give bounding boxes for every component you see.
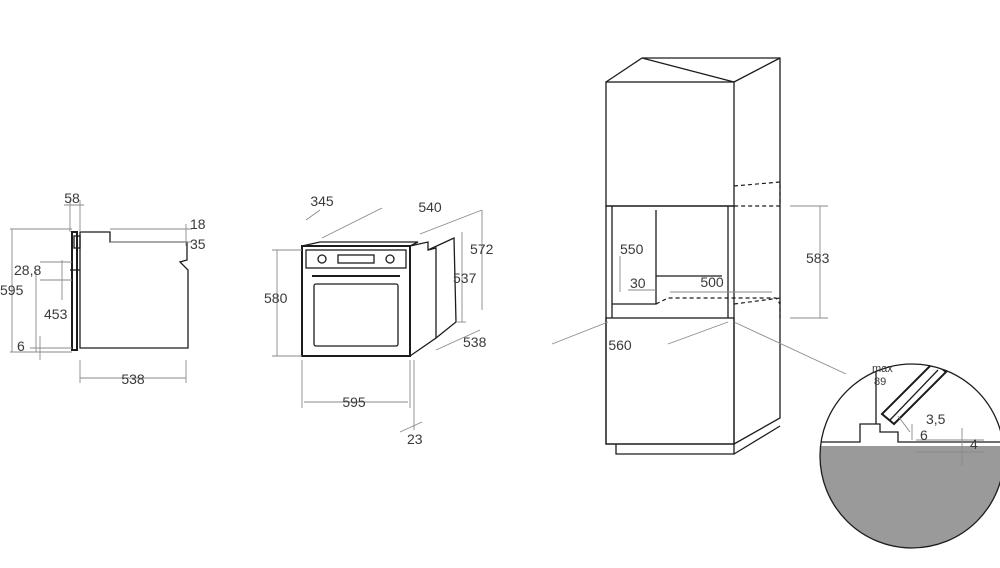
dim-label-4: 4 <box>970 436 978 452</box>
side-front-panel <box>71 231 78 351</box>
oven-rear-body <box>427 236 457 339</box>
dim-label-89: 89 <box>874 376 886 388</box>
upper-door <box>605 81 735 207</box>
dim-label-28-8: 28,8 <box>14 262 41 278</box>
oven-knob-left <box>317 254 327 264</box>
dim-label-595: 595 <box>0 282 24 298</box>
dim-label-453: 453 <box>44 306 68 322</box>
oven-door-edge <box>880 364 948 426</box>
dim-label-23: 23 <box>407 431 423 447</box>
oven-side-body <box>409 241 437 357</box>
dim-label-345: 345 <box>310 193 334 209</box>
oven-front <box>301 245 411 357</box>
oven-view: 345 540 572 537 580 538 595 23 <box>264 193 494 447</box>
dim-label-538: 538 <box>121 371 145 387</box>
detail-circle <box>819 363 1000 549</box>
side-oven-body <box>79 231 189 349</box>
dim-label-538b: 538 <box>463 334 487 350</box>
dim-label-560: 560 <box>608 337 632 353</box>
dim-label-30: 30 <box>630 275 646 291</box>
shelf-hidden <box>655 297 781 305</box>
dim-label-18: 18 <box>190 216 206 232</box>
dim-label-583: 583 <box>806 250 830 266</box>
dim-label-max: max <box>872 363 893 375</box>
side-knob <box>73 235 81 249</box>
oven-window <box>313 283 399 347</box>
dim-label-500: 500 <box>700 274 724 290</box>
dim-label-580: 580 <box>264 290 288 306</box>
detail-view: max 89 3,5 6 4 <box>819 363 1000 549</box>
oven-base-profile <box>820 423 1000 443</box>
oven-top-edge <box>301 241 419 247</box>
dim-label-550: 550 <box>620 241 644 257</box>
dim-label-537: 537 <box>453 270 477 286</box>
dim-label-35: 35 <box>190 236 206 252</box>
cabinet-view: 550 30 500 583 560 <box>551 57 847 455</box>
dim-label-6: 6 <box>17 338 25 354</box>
oven-control-panel <box>305 249 407 269</box>
oven-knob-right <box>385 254 395 264</box>
lower-door <box>605 317 735 445</box>
dim-label-540: 540 <box>418 199 442 215</box>
plinth <box>615 444 735 455</box>
upper-shelf-hidden <box>733 181 781 207</box>
oven-display <box>337 254 375 264</box>
dim-label-58: 58 <box>64 190 80 206</box>
side-view: 58 18 35 28,8 595 453 6 538 <box>0 190 206 387</box>
dim-label-572: 572 <box>470 241 494 257</box>
dim-label-3-5: 3,5 <box>926 411 946 427</box>
dim-label-6b: 6 <box>920 427 928 443</box>
dim-label-595b: 595 <box>342 394 366 410</box>
